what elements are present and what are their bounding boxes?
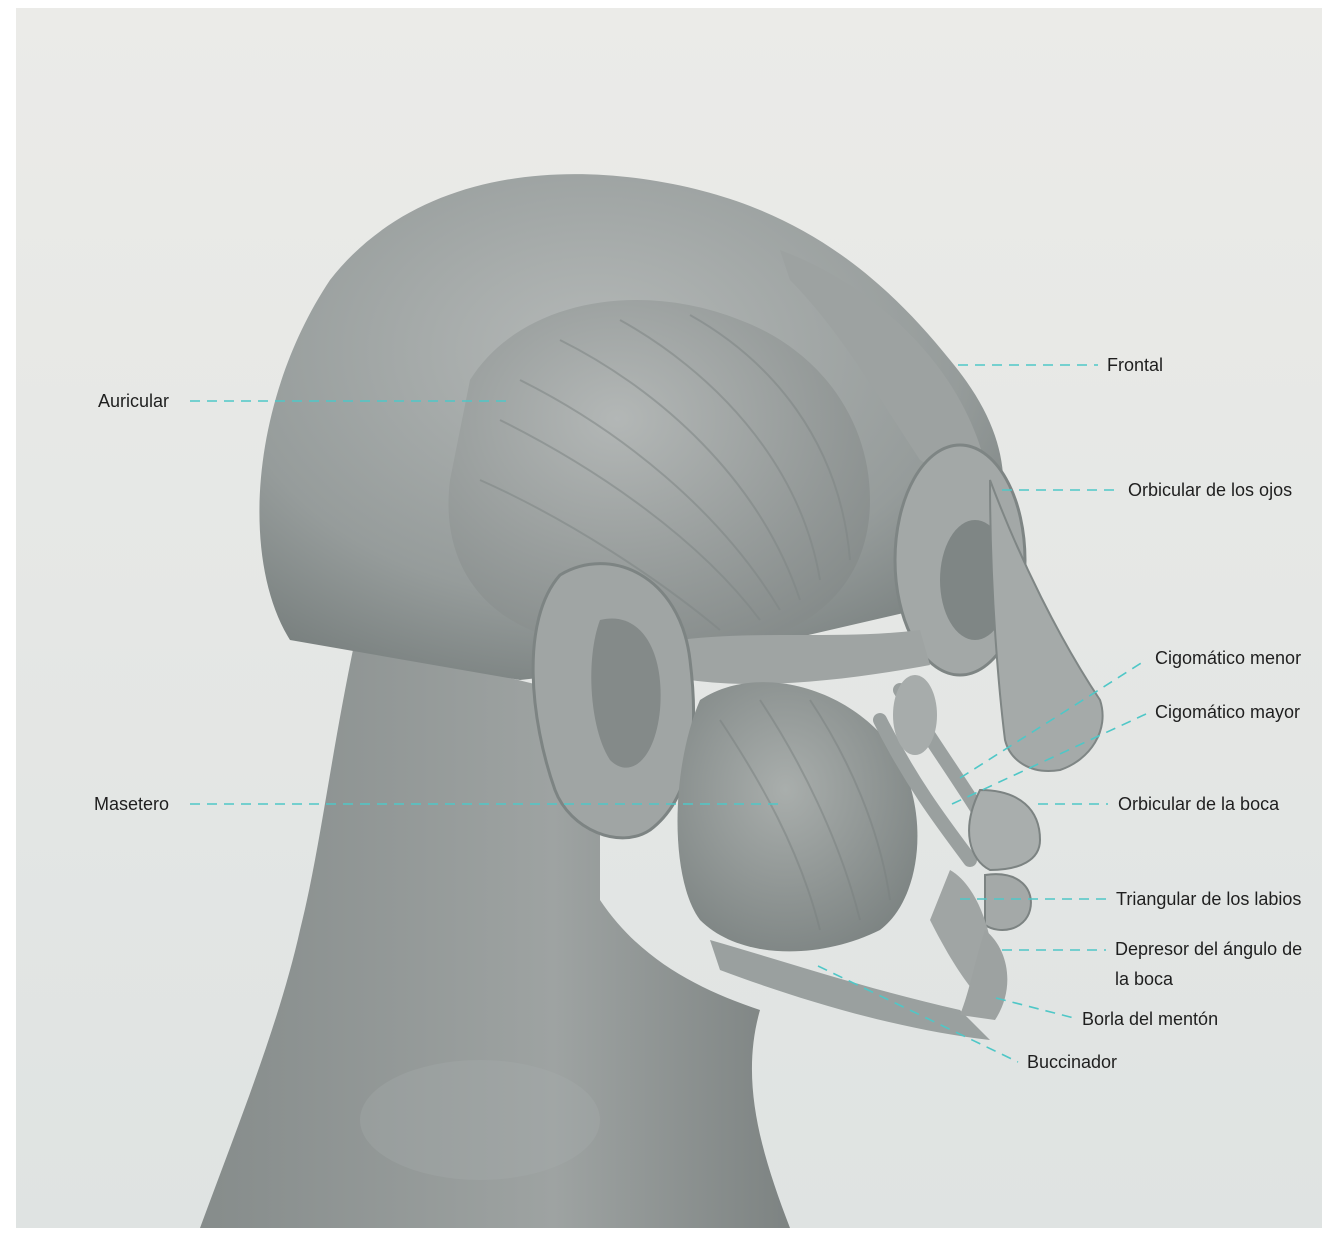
label-auricular: Auricular [98,389,169,413]
cheek-pad [893,675,937,755]
label-borla-menton: Borla del mentón [1082,1007,1218,1031]
label-frontal: Frontal [1107,353,1163,377]
label-triangular-labios: Triangular de los labios [1116,887,1301,911]
label-cigomatico-menor: Cigomático menor [1155,646,1301,670]
label-depresor: Depresor del ángulo de la boca [1115,934,1315,994]
label-masetero: Masetero [94,792,169,816]
neck-highlight [360,1060,600,1180]
label-orbicular-ojos: Orbicular de los ojos [1128,478,1292,502]
label-buccinador: Buccinador [1027,1050,1117,1074]
label-cigomatico-mayor: Cigomático mayor [1155,700,1300,724]
label-orbicular-boca: Orbicular de la boca [1118,792,1279,816]
